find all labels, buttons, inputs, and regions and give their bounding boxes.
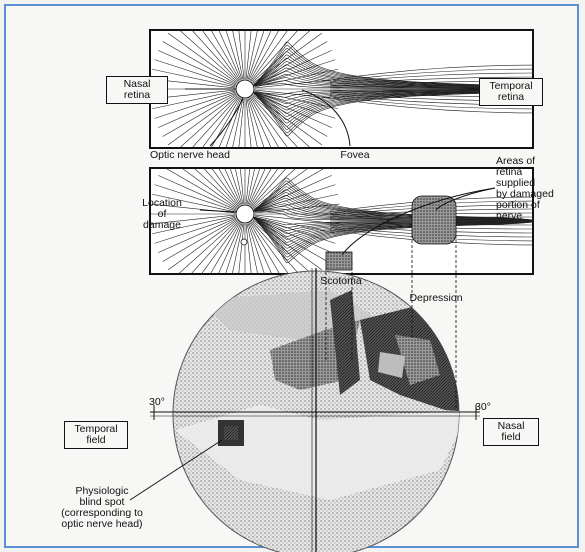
depression-label: Depression: [404, 293, 468, 304]
blind-line4: optic nerve head): [52, 519, 152, 530]
scotoma-label: Scotoma: [316, 276, 366, 287]
temporal-retina-label: Temporal retina: [479, 78, 543, 106]
degree-left-label: 30°: [146, 397, 168, 408]
degree-right-label: 30°: [472, 402, 494, 413]
nasal-retina-label: Nasal retina: [106, 76, 168, 104]
visual-field-circle: [150, 268, 480, 552]
nasal-retina-line2: retina: [111, 90, 163, 101]
location-line3: damage: [130, 220, 194, 231]
fovea-label: Fovea: [330, 150, 380, 161]
temporal-field-label: Temporal field: [64, 421, 128, 449]
temporal-retina-line2: retina: [484, 92, 538, 103]
nasal-field-label: Nasal field: [483, 418, 539, 446]
areas-line6: nerve: [496, 211, 580, 222]
areas-of-retina-label: Areas of retina supplied by damaged port…: [496, 156, 580, 222]
optic-nerve-head-label: Optic nerve head: [150, 150, 260, 161]
nasal-field-line2: field: [488, 432, 534, 443]
location-of-damage-label: Location of damage: [130, 198, 194, 231]
temporal-field-line2: field: [69, 435, 123, 446]
physiologic-blind-spot-label: Physiologic blind spot (corresponding to…: [52, 486, 152, 530]
